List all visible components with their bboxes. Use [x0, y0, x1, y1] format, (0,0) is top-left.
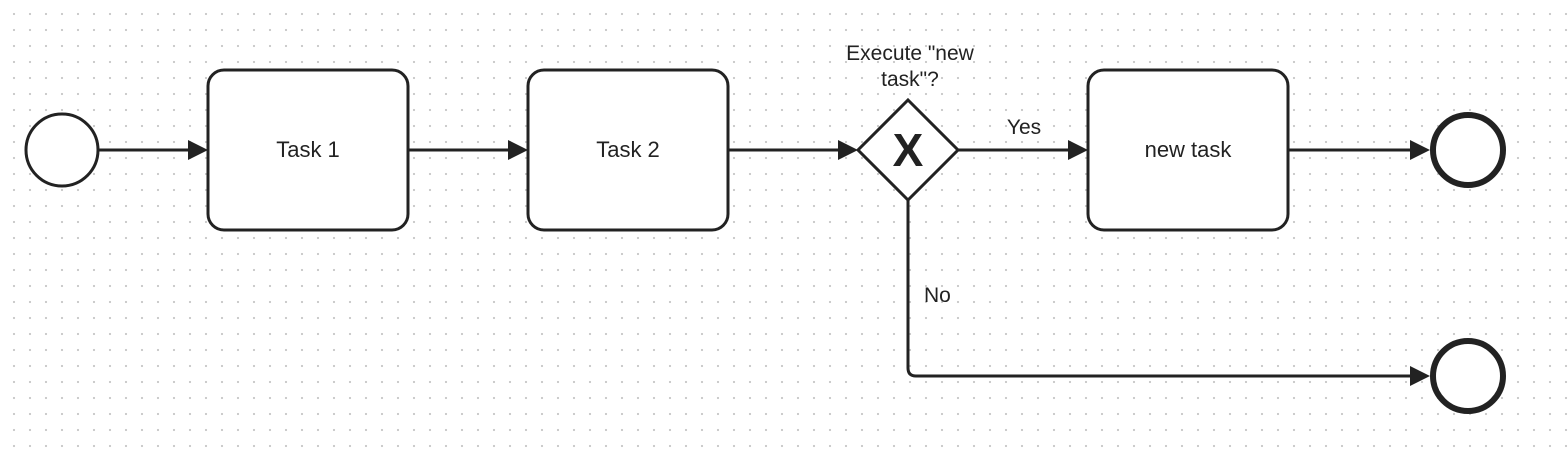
exclusive-gateway[interactable]: Execute "new task"? X: [846, 42, 975, 203]
gateway-diamond: [855, 97, 961, 203]
sequence-flow-task-2-to-gateway[interactable]: [728, 140, 858, 160]
arrow-head-icon: [188, 140, 208, 160]
arrow-head-icon: [1410, 140, 1430, 160]
sequence-flow-yes[interactable]: Yes: [958, 116, 1088, 160]
sequence-flow-no[interactable]: No: [906, 200, 1430, 386]
task-2[interactable]: Task 2: [526, 68, 730, 232]
end-event-no[interactable]: [1430, 338, 1506, 414]
arrow-head-icon: [1068, 140, 1088, 160]
sequence-flow-new-task-to-end[interactable]: [1288, 140, 1430, 160]
task-2-box: [526, 68, 730, 232]
arrow-head-icon: [838, 140, 858, 160]
flow-label-no: No: [924, 284, 951, 307]
task-new-task[interactable]: new task: [1086, 68, 1290, 232]
sequence-flow-start-to-task-1[interactable]: [99, 140, 208, 160]
arrow-head-icon: [1410, 366, 1430, 386]
exclusive-x-icon: X: [893, 124, 924, 176]
task-new-task-label: new task: [1145, 137, 1233, 162]
task-2-label: Task 2: [596, 137, 660, 162]
start-event[interactable]: [24, 112, 100, 188]
task-new-task-box: [1086, 68, 1290, 232]
task-1-label: Task 1: [276, 137, 340, 162]
gateway-question-line-2: task"?: [881, 68, 939, 91]
sequence-flow-task-1-to-task-2[interactable]: [408, 140, 528, 160]
task-1-box: [206, 68, 410, 232]
task-1[interactable]: Task 1: [206, 68, 410, 232]
end-event-yes[interactable]: [1430, 112, 1506, 188]
gateway-question-line-1: Execute "new: [846, 42, 975, 65]
flow-label-yes: Yes: [1007, 116, 1041, 139]
arrow-head-icon: [508, 140, 528, 160]
